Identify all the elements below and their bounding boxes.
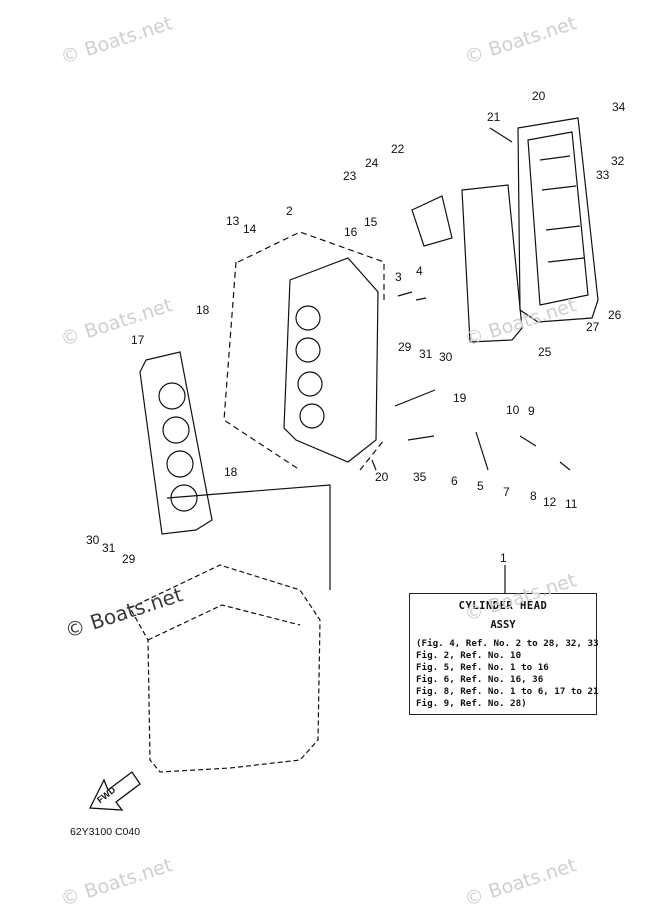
callout-12: 12 bbox=[543, 495, 557, 509]
callout-28: 27 bbox=[586, 320, 600, 334]
callout-27: 26 bbox=[608, 308, 622, 322]
callout-33: 33 bbox=[596, 168, 610, 182]
callout-13: 13 bbox=[226, 214, 240, 228]
callout-3: 3 bbox=[395, 270, 402, 284]
legend-line: (Fig. 4, Ref. No. 2 to 28, 32, 33 bbox=[416, 638, 599, 649]
callout-30a: 30 bbox=[439, 350, 453, 364]
callout-2: 2 bbox=[286, 204, 293, 218]
callout-14: 14 bbox=[243, 222, 257, 236]
legend-box: CYLINDER HEAD ASSY (Fig. 4, Ref. No. 2 t… bbox=[409, 593, 599, 715]
callout-29b: 29 bbox=[122, 552, 136, 566]
callout-8: 8 bbox=[530, 489, 537, 503]
callout-19: 19 bbox=[453, 391, 467, 405]
callout-10: 10 bbox=[506, 403, 520, 417]
callout-16: 16 bbox=[344, 225, 358, 239]
callout-21: 20 bbox=[532, 89, 546, 103]
callout-26: 25 bbox=[538, 345, 552, 359]
legend-line: Fig. 8, Ref. No. 1 to 6, 17 to 21 bbox=[416, 686, 599, 697]
cover-gasket bbox=[461, 184, 523, 343]
callout-6: 6 bbox=[451, 474, 458, 488]
legend-subtitle: ASSY bbox=[490, 619, 516, 631]
legend-title: CYLINDER HEAD bbox=[458, 600, 548, 612]
engine-block bbox=[129, 564, 321, 773]
callout-23: 22 bbox=[391, 142, 405, 156]
callout-5: 5 bbox=[477, 479, 484, 493]
callout-17: 17 bbox=[131, 333, 145, 347]
callout-31b: 31 bbox=[102, 541, 116, 555]
callout-7: 7 bbox=[503, 485, 510, 499]
diagram-code: 62Y3100 C040 bbox=[70, 826, 141, 838]
callout-35: 35 bbox=[413, 470, 427, 484]
callout-31a: 31 bbox=[419, 347, 433, 361]
callout-22: 21 bbox=[487, 110, 501, 124]
callout-20: 20 bbox=[375, 470, 389, 484]
legend-line: Fig. 2, Ref. No. 10 bbox=[416, 650, 522, 661]
callout-32: 32 bbox=[611, 154, 625, 168]
callout-18a: 18 bbox=[196, 303, 210, 317]
fwd-arrow-icon bbox=[88, 771, 141, 811]
cylinder-head bbox=[283, 257, 379, 463]
callout-11: 11 bbox=[565, 497, 578, 511]
callout-18b: 18 bbox=[224, 465, 238, 479]
callout-numbers: 20 34 21 32 33 22 24 23 2 13 14 15 16 3 … bbox=[86, 89, 626, 566]
valve-cover bbox=[517, 117, 599, 323]
callout-4: 4 bbox=[416, 264, 423, 278]
legend-line: Fig. 5, Ref. No. 1 to 16 bbox=[416, 662, 549, 673]
callout-15: 15 bbox=[364, 215, 378, 229]
callout-25: 24 bbox=[365, 156, 379, 170]
callout-24: 23 bbox=[343, 169, 357, 183]
callout-29a: 29 bbox=[398, 340, 412, 354]
callout-9: 9 bbox=[528, 404, 535, 418]
callout-30b: 30 bbox=[86, 533, 100, 547]
legend-line: Fig. 6, Ref. No. 16, 36 bbox=[416, 674, 544, 685]
legend-line: Fig. 9, Ref. No. 28) bbox=[416, 698, 527, 709]
head-gasket bbox=[139, 351, 213, 535]
cover-plate bbox=[411, 195, 453, 247]
callout-1: 1 bbox=[500, 551, 507, 565]
callout-34: 34 bbox=[612, 100, 626, 114]
